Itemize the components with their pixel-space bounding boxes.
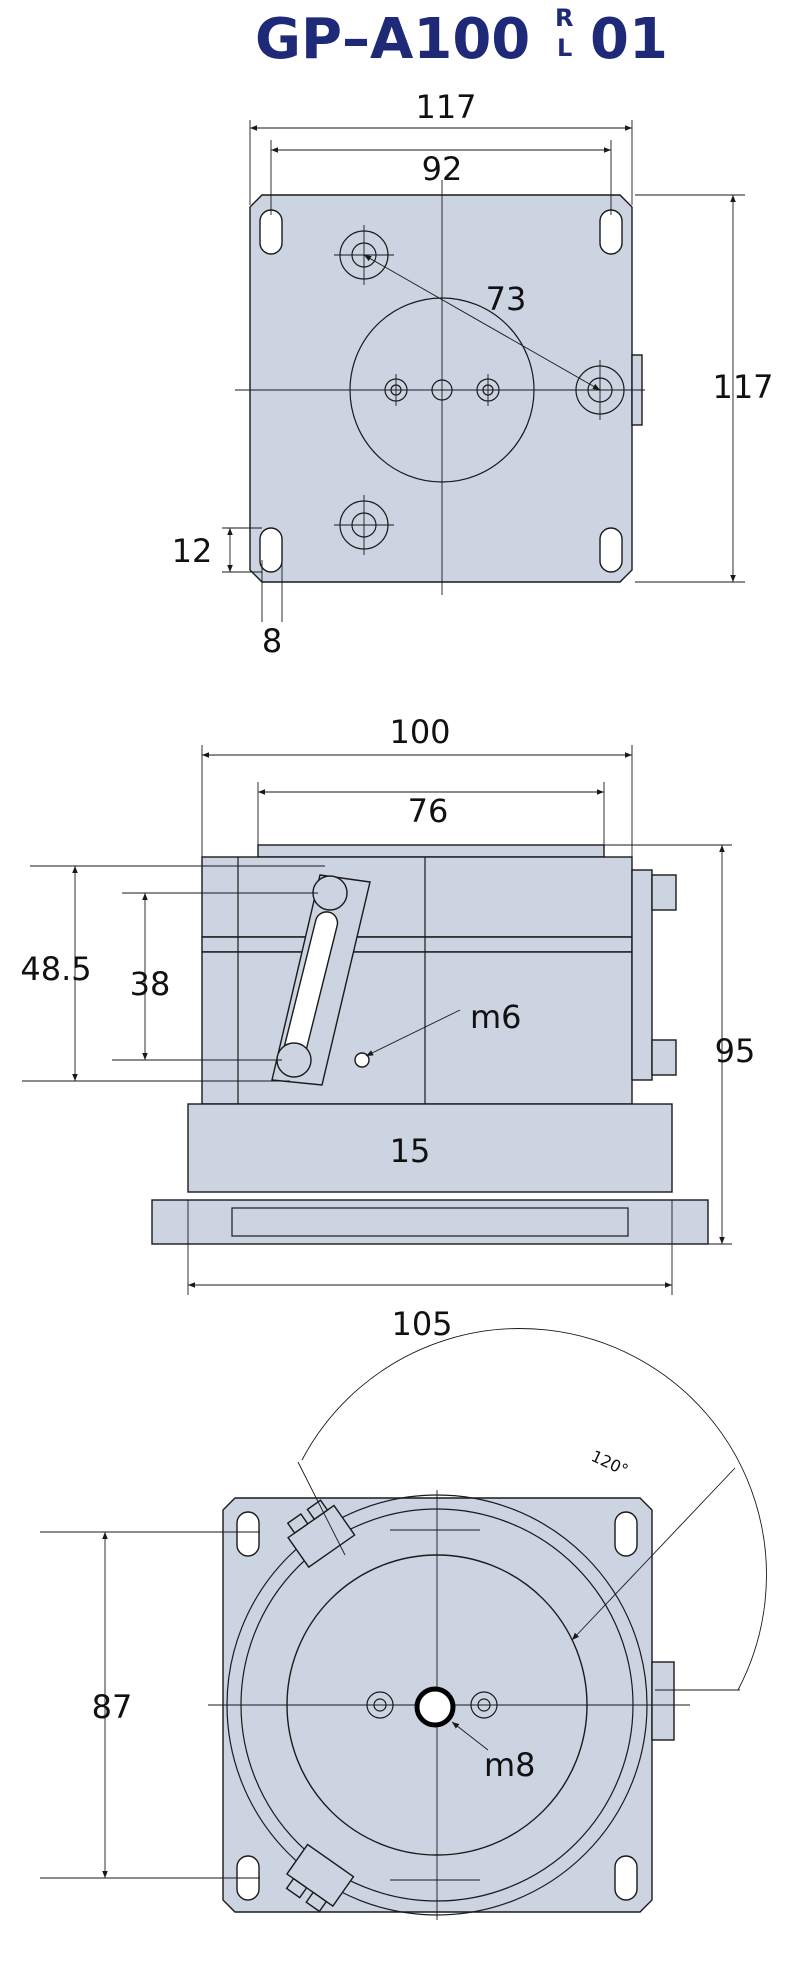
bottom-side-tab (651, 1661, 675, 1741)
leader-m6 (365, 1009, 461, 1057)
side-view: 100 76 48.5 38 m6 95 15 105 (20, 713, 755, 1343)
dim-95: 95 (715, 1032, 756, 1070)
dim-117-height: 117 (712, 368, 773, 406)
dim-line-73 (363, 254, 601, 391)
dim-92: 92 (422, 150, 463, 188)
title-suffix: 01 (590, 7, 668, 72)
side-bracket-bolt-bottom (651, 1039, 677, 1076)
dim-76: 76 (408, 792, 449, 830)
bottom-hole-left (366, 1691, 394, 1719)
dim-105: 105 (391, 1305, 452, 1343)
top-slot-tr (599, 209, 623, 255)
bottom-slot-tl (236, 1511, 260, 1557)
dim-38: 38 (130, 965, 171, 1003)
leader-m8 (451, 1721, 489, 1751)
dim-12: 12 (172, 532, 213, 570)
leader-diagonal (571, 1467, 736, 1641)
title-main: GP–A100 (255, 7, 530, 72)
side-right-bracket (631, 869, 653, 1081)
bottom-hole-right (470, 1691, 498, 1719)
top-hole-lower-left (334, 495, 394, 555)
angle-leg (297, 1461, 346, 1556)
label-m8: m8 (484, 1746, 536, 1784)
side-flange-inner (231, 1207, 629, 1237)
dim-48-5: 48.5 (20, 950, 91, 988)
title-superscript: R (555, 4, 573, 32)
side-bracket-bolt-top (651, 874, 677, 911)
label-m6: m6 (470, 998, 522, 1036)
bottom-center-hole-m8 (414, 1686, 456, 1728)
drawing-title: GP–A100 R L 01 (255, 4, 668, 72)
side-top-plate (257, 844, 605, 858)
side-gap (201, 936, 633, 953)
angle-120: 120° (588, 1446, 631, 1480)
bottom-slot-tr (614, 1511, 638, 1557)
side-base-plate (187, 1103, 673, 1193)
bottom-view: 120° 87 m8 (40, 1328, 767, 1920)
top-slot-tl (259, 209, 283, 255)
dim-73: 73 (486, 280, 527, 318)
top-view: 117 92 73 117 12 8 (172, 88, 774, 660)
side-flange (151, 1199, 709, 1245)
bottom-slot-br (614, 1855, 638, 1901)
bottom-clamp-lower (285, 1843, 355, 1913)
dim-15: 15 (390, 1132, 431, 1170)
top-slot-bl (259, 527, 283, 573)
top-slot-br (599, 527, 623, 573)
dim-8: 8 (262, 622, 282, 660)
dim-117-width: 117 (415, 88, 476, 126)
top-plate (249, 194, 633, 583)
title-subscript: L (557, 34, 572, 62)
side-upper-block (201, 856, 633, 938)
angle-arc (301, 1328, 767, 1691)
dim-87: 87 (92, 1688, 133, 1726)
bottom-clamp-upper (286, 1499, 356, 1569)
dim-100: 100 (389, 713, 450, 751)
